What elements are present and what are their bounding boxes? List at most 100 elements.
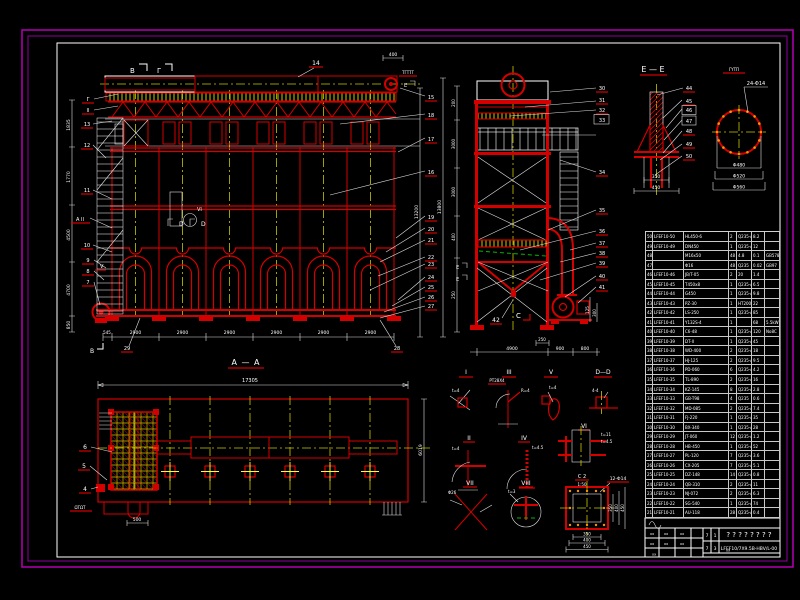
callout-42: 42 (492, 317, 500, 324)
dim: 450 (652, 185, 661, 191)
part-qty: 1 (729, 279, 737, 289)
part-name: G450 (684, 289, 729, 298)
part-no: 44 (647, 289, 653, 298)
part-weight: 4.2 (752, 365, 765, 374)
part-name: Y132S-4 (684, 317, 729, 327)
dim: 3000 (451, 138, 456, 149)
part-note (765, 479, 780, 489)
part-no: 38 (647, 346, 653, 355)
part-code: LFEF10-25 (653, 470, 684, 479)
dim: 350 (583, 532, 591, 537)
callout: 22 (428, 255, 434, 261)
part-no: 47 (647, 260, 653, 270)
plan-outline (97, 398, 409, 503)
side-elevation-view: 42 C E E 30 31 32 33 34 35 36 37 38 39 4… (456, 66, 612, 385)
part-weight: 45 (752, 336, 765, 346)
part-code: LFEF10-36 (653, 365, 684, 374)
part-no: 48 (647, 251, 653, 260)
part-name: WD-400 (684, 346, 729, 355)
bolt-note: 12-Φ14 (610, 476, 627, 482)
part-qty: 2 (729, 479, 737, 489)
part-name: DT-II (684, 336, 729, 346)
part-qty: 1 (729, 327, 737, 336)
part-qty: 1 (729, 241, 737, 251)
dim: 300 (592, 309, 597, 317)
detail-label: IV (521, 435, 528, 442)
part-no: 41 (647, 317, 653, 327)
part-material: Q235-A (738, 479, 752, 489)
part-qty: 48 (730, 251, 737, 260)
part-no: 28 (647, 441, 653, 451)
callout: II (87, 108, 90, 114)
callout: 6 (83, 444, 87, 451)
mark-c: C (516, 312, 521, 320)
part-material: 4.8 (737, 251, 752, 260)
drawing-number: LFEF10/7X9.5B-HBV/L-00 (721, 546, 777, 552)
part-name: SG-540 (684, 498, 729, 508)
dim: 4500 (66, 229, 72, 241)
staircase (96, 117, 124, 315)
part-code: LFEF10-46 (653, 270, 684, 279)
part-qty: 2 (729, 374, 737, 384)
part-no: 24 (647, 479, 653, 489)
callout: 16 (428, 170, 434, 176)
part-qty: 4 (729, 394, 737, 403)
hopper-arches (118, 255, 388, 310)
callout: 48 (686, 129, 692, 135)
bolt-holes (715, 108, 763, 156)
plan-columns (161, 462, 379, 481)
part-name: TL-890 (684, 374, 729, 384)
part-name: Φ16 (684, 260, 729, 270)
part-material: Q235-A (738, 279, 752, 289)
part-code: LFEF10-49 (653, 241, 684, 251)
dim: 250 (451, 291, 456, 299)
flange-detail: ΓΥΤΠ 24-Φ14 Φ480 Φ520 Φ560 (712, 67, 768, 191)
callout: 40 (599, 274, 605, 280)
part-code: LFEF10-42 (653, 308, 684, 317)
drawing-title: ? ? ? ? ? ? ? ? (726, 531, 772, 539)
part-no: 30 (647, 422, 653, 432)
part-code: LFEF10-22 (653, 498, 684, 508)
part-weight: 11 (752, 479, 765, 489)
part-weight: 0.1 (752, 251, 765, 260)
callout: 4 (83, 486, 87, 493)
section-mark-e: E (456, 265, 459, 271)
part-material: Q235-A (738, 336, 752, 346)
part-no: 23 (647, 489, 653, 498)
tiny-note: ΤΓΤΤΓ (401, 70, 415, 75)
part-note (765, 384, 780, 394)
callout: 25 (428, 285, 434, 291)
part-material: Q235-A (738, 355, 752, 365)
part-weight: 6.3 (752, 489, 765, 498)
part-name: M16x50 (684, 251, 729, 260)
detail-label: I (465, 369, 467, 376)
dim: 450 (620, 504, 625, 512)
callout: 50 (686, 154, 692, 160)
part-qty: 2 (729, 270, 737, 279)
part-weight: 18 (752, 346, 765, 355)
sheet-cell: 7 (706, 546, 709, 552)
bolt-holes (568, 489, 606, 527)
dim: 350 (652, 174, 661, 180)
part-code: LFEF10-30 (653, 422, 684, 432)
part-qty: 2 (729, 403, 737, 413)
part-weight: 9.5 (752, 355, 765, 365)
part-note (765, 336, 780, 346)
part-material: Q235-A (738, 289, 752, 298)
dim: 2900 (177, 330, 189, 336)
part-note (765, 451, 780, 460)
part-note (765, 374, 780, 384)
dim: 400 (583, 538, 591, 543)
part-weight: 3.6 (752, 451, 765, 460)
